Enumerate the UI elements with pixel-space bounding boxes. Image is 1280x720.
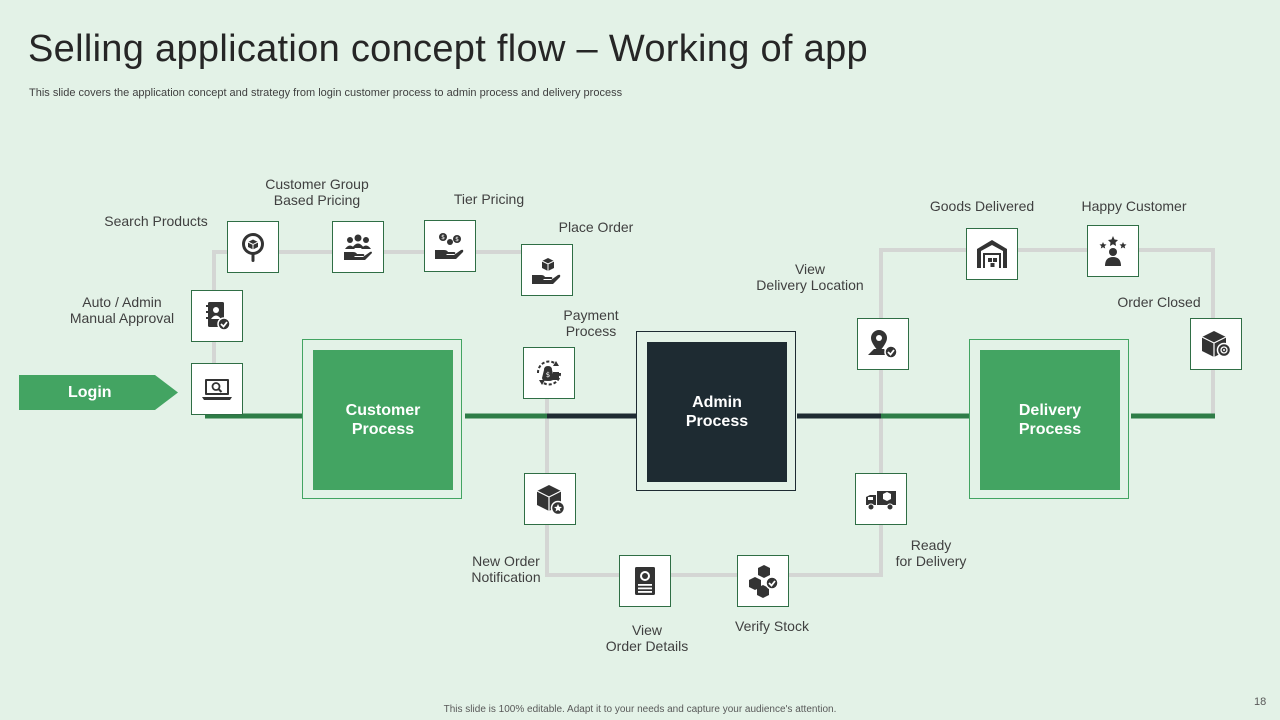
- happy-customer-box: [1087, 225, 1139, 277]
- label-ready-delivery: Ready for Delivery: [895, 537, 967, 569]
- location-pin-check-icon: [868, 330, 898, 359]
- verify-stock-box: [737, 555, 789, 607]
- customer-process-block: Customer Process: [302, 339, 462, 499]
- goods-delivered-box: [966, 228, 1018, 280]
- place-order-box: [521, 244, 573, 296]
- money-cycle-icon: $: [536, 360, 562, 386]
- admin-process-label: Admin Process: [647, 342, 787, 482]
- login-label: Login: [68, 383, 112, 401]
- box-badge-icon: [1201, 331, 1232, 358]
- label-verify-stock: Verify Stock: [735, 618, 809, 634]
- svg-text:$: $: [546, 371, 550, 379]
- contact-approval-icon: [206, 302, 231, 331]
- view-order-box: [619, 555, 671, 607]
- label-view-order: View Order Details: [605, 622, 689, 654]
- laptop-search-icon: [202, 379, 232, 400]
- label-tier-pricing: Tier Pricing: [453, 191, 525, 207]
- ready-delivery-box: [855, 473, 907, 525]
- hand-coins-icon: $ $: [435, 233, 464, 259]
- label-goods-delivered: Goods Delivered: [929, 198, 1035, 214]
- delivery-location-box: [857, 318, 909, 370]
- label-payment-process: Payment Process: [563, 307, 619, 339]
- slide-footer: This slide is 100% editable. Adapt it to…: [443, 704, 837, 715]
- delivery-process-label: Delivery Process: [980, 350, 1120, 490]
- label-place-order: Place Order: [558, 219, 634, 235]
- delivery-truck-icon: [866, 491, 896, 511]
- boxes-check-icon: [749, 565, 779, 598]
- delivery-process-block: Delivery Process: [969, 339, 1129, 499]
- new-order-box: [524, 473, 576, 525]
- label-view-location: View Delivery Location: [756, 261, 864, 293]
- admin-process-block: Admin Process: [636, 331, 796, 491]
- search-box-icon: [242, 233, 264, 262]
- svg-text:$: $: [455, 236, 459, 243]
- document-icon: [635, 567, 655, 595]
- payment-process-box: $: [523, 347, 575, 399]
- svg-text:$: $: [441, 234, 445, 241]
- slide-subtitle: This slide covers the application concep…: [29, 87, 623, 99]
- label-happy-customer: Happy Customer: [1081, 198, 1187, 214]
- group-pricing-icon: [344, 234, 372, 260]
- label-search-products: Search Products: [104, 213, 208, 229]
- label-auto-admin: Auto / Admin Manual Approval: [69, 294, 175, 326]
- customer-process-label: Customer Process: [313, 350, 453, 490]
- customer-stars-icon: [1099, 236, 1127, 266]
- label-new-order: New Order Notification: [471, 553, 541, 585]
- search-products-box: [227, 221, 279, 273]
- slide-title: Selling application concept flow – Worki…: [28, 28, 868, 70]
- group-pricing-box: [332, 221, 384, 273]
- warehouse-icon: [977, 240, 1007, 268]
- label-customer-group: Customer Group Based Pricing: [265, 176, 369, 208]
- tier-pricing-box: $ $: [424, 220, 476, 272]
- box-star-icon: [536, 485, 566, 516]
- page-number: 18: [1254, 696, 1267, 708]
- login-arrow: Login: [19, 375, 178, 410]
- hand-box-icon: [532, 258, 561, 284]
- label-order-closed: Order Closed: [1117, 294, 1201, 310]
- login-step-box: [191, 363, 243, 415]
- order-closed-box: [1190, 318, 1242, 370]
- approval-step-box: [191, 290, 243, 342]
